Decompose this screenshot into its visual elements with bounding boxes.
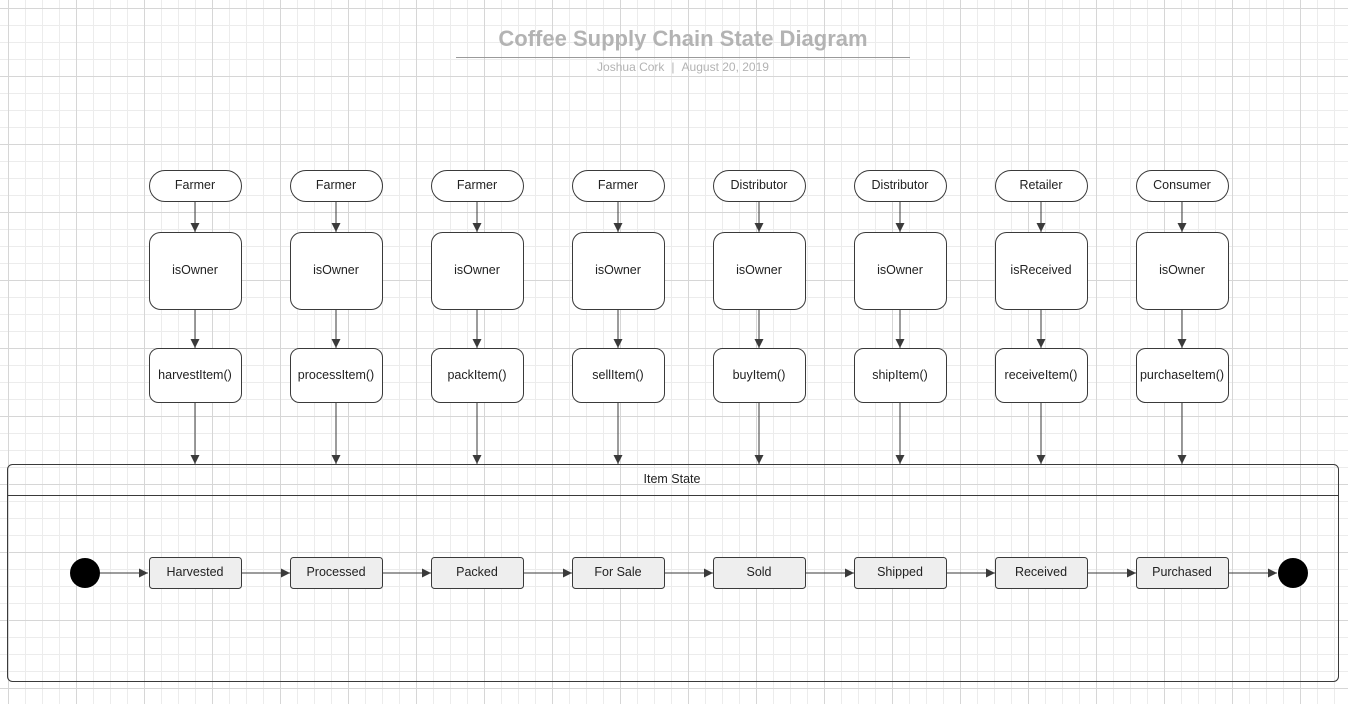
check-label: isOwner — [454, 263, 500, 277]
state-node — [995, 557, 1088, 589]
function-node — [431, 348, 524, 403]
check-node — [290, 232, 383, 310]
actor-node — [995, 170, 1088, 202]
state-label: Purchased — [1152, 565, 1212, 579]
author: Joshua Cork — [597, 60, 665, 74]
actor-node — [1136, 170, 1229, 202]
actor-label: Distributor — [872, 178, 929, 192]
check-label: isOwner — [313, 263, 359, 277]
state-node — [431, 557, 524, 589]
column-6: Distributor isOwner shipItem() — [854, 170, 947, 464]
state-label: For Sale — [594, 565, 641, 579]
function-label: processItem() — [298, 368, 374, 382]
date: August 20, 2019 — [681, 60, 769, 74]
function-node — [854, 348, 947, 403]
check-label: isOwner — [877, 263, 923, 277]
title-divider — [456, 57, 910, 58]
state-8: Purchased — [1136, 557, 1229, 589]
function-node — [149, 348, 242, 403]
actor-node — [290, 170, 383, 202]
diagram-title: Coffee Supply Chain State Diagram — [498, 26, 868, 51]
state-label: Processed — [306, 565, 365, 579]
column-7: Retailer isReceived receiveItem() — [995, 170, 1088, 464]
check-label: isReceived — [1010, 263, 1071, 277]
state-node — [1136, 557, 1229, 589]
check-label: isOwner — [172, 263, 218, 277]
function-label: receiveItem() — [1005, 368, 1078, 382]
check-node — [995, 232, 1088, 310]
diagram-subtitle: Joshua Cork | August 20, 2019 — [456, 60, 910, 74]
state-4: For Sale — [572, 557, 713, 589]
separator: | — [671, 60, 675, 74]
check-node — [149, 232, 242, 310]
check-node — [713, 232, 806, 310]
check-label: isOwner — [736, 263, 782, 277]
column-5: Distributor isOwner buyItem() — [713, 170, 806, 464]
state-6: Shipped — [854, 557, 995, 589]
check-node — [431, 232, 524, 310]
check-node — [854, 232, 947, 310]
actor-label: Farmer — [175, 178, 215, 192]
actor-label: Farmer — [457, 178, 497, 192]
function-label: harvestItem() — [158, 368, 232, 382]
state-label: Packed — [456, 565, 498, 579]
function-node — [995, 348, 1088, 403]
actor-label: Retailer — [1019, 178, 1062, 192]
check-node — [1136, 232, 1229, 310]
column-2: Farmer isOwner processItem() — [290, 170, 383, 464]
actor-node — [713, 170, 806, 202]
state-node — [854, 557, 947, 589]
state-label: Received — [1015, 565, 1067, 579]
state-node — [713, 557, 806, 589]
column-1: Farmer isOwner harvestItem() — [149, 170, 242, 464]
actor-node — [149, 170, 242, 202]
state-flow: Harvested Processed Packed For Sale Sold Ship… — [70, 557, 1308, 589]
function-node — [572, 348, 665, 403]
actor-node — [431, 170, 524, 202]
actor-label: Farmer — [316, 178, 356, 192]
state-5: Sold — [713, 557, 854, 589]
function-node — [713, 348, 806, 403]
function-label: shipItem() — [872, 368, 928, 382]
actor-node — [854, 170, 947, 202]
state-2: Processed — [290, 557, 431, 589]
function-label: packItem() — [447, 368, 506, 382]
state-node — [290, 557, 383, 589]
actor-label: Consumer — [1153, 178, 1211, 192]
check-label: isOwner — [1159, 263, 1205, 277]
item-state-container: Item State — [7, 464, 1339, 682]
actor-label: Farmer — [598, 178, 638, 192]
state-7: Received — [995, 557, 1136, 589]
function-label: sellItem() — [592, 368, 643, 382]
state-3: Packed — [431, 557, 572, 589]
actor-label: Distributor — [731, 178, 788, 192]
final-state — [1278, 558, 1308, 588]
container-label: Item State — [644, 472, 701, 486]
check-node — [572, 232, 665, 310]
check-label: isOwner — [595, 263, 641, 277]
state-label: Shipped — [877, 565, 923, 579]
state-label: Harvested — [167, 565, 224, 579]
function-label: purchaseItem() — [1140, 368, 1224, 382]
state-1: Harvested — [149, 557, 290, 589]
actor-columns: Farmer isOwner harvestItem() Farmer isOwner p… — [149, 170, 1229, 464]
function-node — [1136, 348, 1229, 403]
state-node — [149, 557, 242, 589]
function-label: buyItem() — [733, 368, 786, 382]
column-4: Farmer isOwner sellItem() — [572, 170, 665, 464]
state-node — [572, 557, 665, 589]
state-label: Sold — [746, 565, 771, 579]
container-frame — [7, 464, 1339, 682]
column-3: Farmer isOwner packItem() — [431, 170, 524, 464]
initial-state — [70, 558, 100, 588]
function-node — [290, 348, 383, 403]
actor-node — [572, 170, 665, 202]
column-8: Consumer isOwner purchaseItem() — [1136, 170, 1229, 464]
